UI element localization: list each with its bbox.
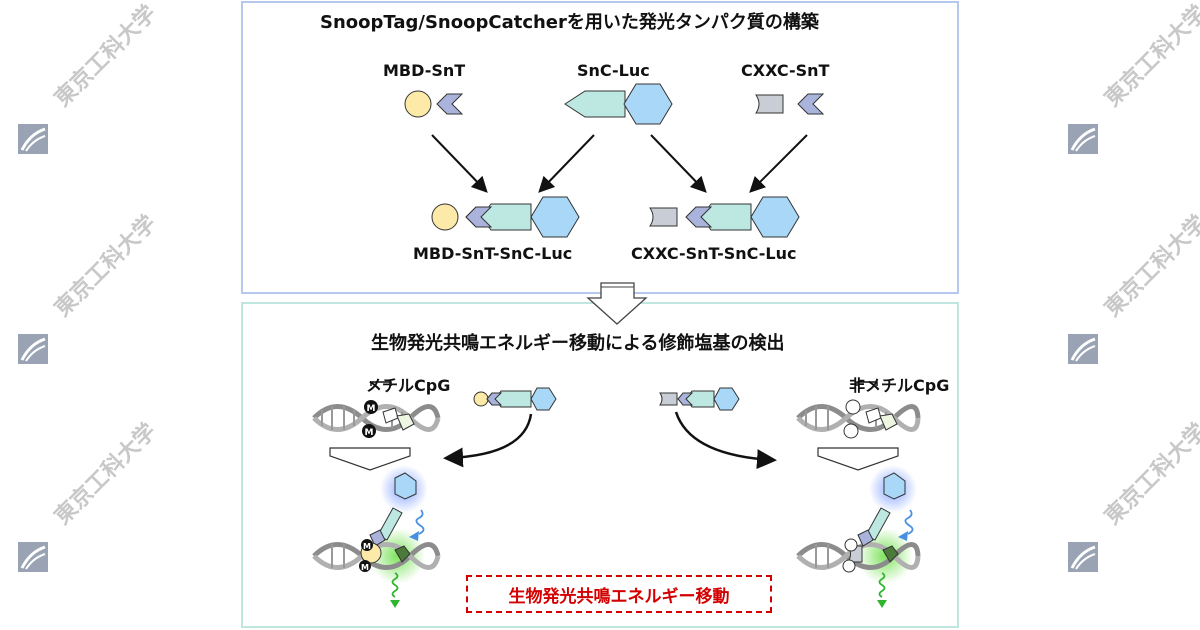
arrow — [749, 134, 808, 193]
university-logo-icon — [18, 124, 48, 154]
mbd-probe — [473, 387, 557, 411]
watermark: 東京工科大学 — [18, 210, 178, 380]
down-arrow-icon — [817, 447, 899, 471]
top-panel-title: SnoopTag/SnoopCatcherを用いた発光タンパク質の構築 — [320, 12, 819, 33]
university-logo-icon — [18, 334, 48, 364]
watermark: 東京工科大学 — [1068, 418, 1200, 588]
methyl-mark: M — [365, 428, 374, 438]
methyl-mark: M — [367, 404, 376, 414]
cxxc-snt-component — [755, 93, 825, 115]
methyl-mark: M — [361, 563, 369, 572]
mbd-snt-component — [404, 90, 464, 118]
dna-methylated — [312, 381, 441, 438]
dna-unmethylated — [796, 381, 921, 439]
binding-arrow — [674, 411, 777, 470]
construction-panel — [241, 1, 959, 294]
university-logo-icon — [1068, 542, 1098, 572]
bound-complex-unmethylated — [796, 465, 921, 608]
methylated-cpg-label: メチルCpG — [366, 376, 451, 395]
cxxc-probe — [659, 387, 740, 411]
watermark: 東京工科大学 — [18, 0, 178, 170]
university-logo-icon — [1068, 124, 1098, 154]
snc-luc-component — [564, 83, 673, 125]
component-label-mbd-snt: MBD-SnT — [383, 61, 466, 80]
watermark: 東京工科大学 — [1068, 0, 1200, 170]
component-label-cxxc-snt: CXXC-SnT — [741, 61, 830, 80]
watermark: 東京工科大学 — [18, 418, 178, 588]
cxxc-snt-snc-luc-product — [649, 196, 800, 238]
arrow — [431, 134, 488, 193]
down-arrow-icon — [586, 282, 648, 325]
product-label-mbd: MBD-SnT-SnC-Luc — [413, 244, 573, 263]
watermark: 東京工科大学 — [1068, 210, 1200, 380]
binding-arrow — [443, 413, 533, 468]
methyl-mark: M — [363, 542, 371, 551]
bret-label: 生物発光共鳴エネルギー移動 — [466, 575, 772, 613]
unmethylated-cpg-label: 非メチルCpG — [849, 376, 950, 395]
mbd-snt-snc-luc-product — [431, 196, 580, 238]
product-label-cxxc: CXXC-SnT-SnC-Luc — [631, 244, 797, 263]
bottom-panel-title: 生物発光共鳴エネルギー移動による修飾塩基の検出 — [371, 333, 785, 354]
university-logo-icon — [18, 542, 48, 572]
university-logo-icon — [1068, 334, 1098, 364]
arrow — [650, 134, 707, 193]
arrow — [538, 134, 595, 193]
down-arrow-icon — [329, 447, 411, 471]
component-label-snc-luc: SnC-Luc — [577, 61, 650, 80]
bound-complex-methylated — [312, 465, 441, 608]
